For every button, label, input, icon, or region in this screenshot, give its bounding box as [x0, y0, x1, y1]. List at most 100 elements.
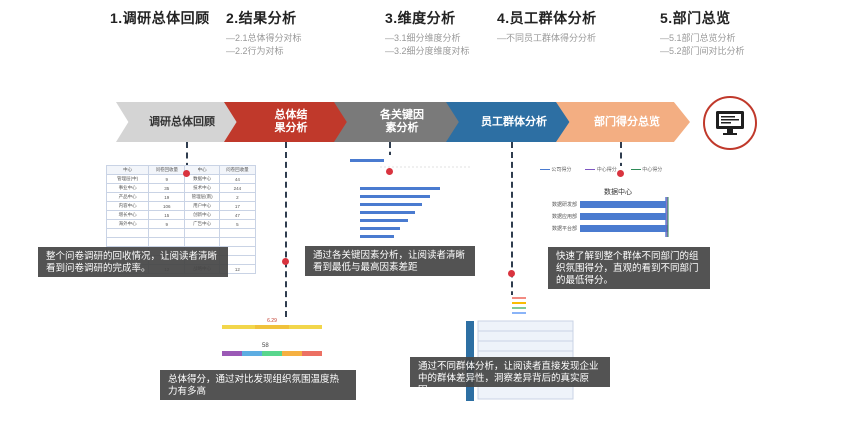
section-employee-groups: 4.员工群体分析 —不同员工群体得分分析 [497, 8, 597, 45]
table-cell [218, 228, 257, 238]
callout-overall-score: 总体得分，通过对比发现组织氛围温度热力有多高 [160, 370, 356, 400]
section-title: 5.部门总览 [660, 10, 731, 26]
section-subtitle: —不同员工群体得分分析 [497, 33, 597, 43]
flow-step-survey-review: 调研总体回顾 [116, 102, 240, 142]
section-title: 4.员工群体分析 [497, 10, 597, 26]
timeline-dot [183, 170, 190, 177]
section-title: 1.调研总体回顾 [110, 10, 210, 26]
factor-chart-thumbnail [320, 155, 470, 250]
section-title: 2.结果分析 [226, 10, 297, 26]
section-subtitle: —5.2部门间对比分析 [660, 46, 745, 56]
flow-step-label: 各关键因素分析 [380, 109, 424, 134]
timeline-dot [386, 168, 393, 175]
table-row [105, 237, 257, 247]
gauge-bar-top [222, 325, 322, 329]
table-cell: 5 [218, 219, 257, 229]
table-cell: 106 [148, 201, 186, 211]
legend-item: 中心得分 [585, 166, 617, 173]
group-analysis-graphic [466, 297, 574, 401]
table-cell: 19 [148, 192, 186, 202]
table-header-cell: 问卷回收量 [218, 165, 257, 175]
table-header-cell: 中心 [184, 165, 220, 175]
category-label: 数据应用部 [552, 213, 577, 220]
table-cell: 广告中心 [184, 219, 220, 229]
table-cell: 增长中心 [105, 210, 150, 220]
table-cell: 事业中心 [105, 183, 150, 193]
bar [580, 225, 668, 232]
section-subtitle: —5.1部门总览分析 [660, 33, 736, 43]
section-dimension-analysis: 3.维度分析 —3.1细分维度分析 —3.2细分度维度对标 [385, 8, 470, 58]
legend-item: 公司得分 [540, 166, 571, 173]
monitor-icon-badge [703, 96, 757, 150]
flow-step-label: 总体结果分析 [274, 109, 308, 134]
table-cell: 技术中心 [184, 183, 220, 193]
table-cell: 产品中心 [105, 192, 150, 202]
table-cell: 9 [148, 219, 186, 229]
callout-employee-groups: 通过不同群体分析，让阅读者直接发现企业中的群体差异性，洞察差异背后的真实原因。 [410, 357, 610, 396]
section-subtitle: —3.1细分维度分析 [385, 33, 461, 43]
section-survey-review: 1.调研总体回顾 [110, 8, 210, 28]
table-cell: 47 [218, 210, 257, 220]
category-label: 数据平台部 [552, 225, 577, 232]
table-cell [105, 237, 150, 247]
table-cell [218, 237, 257, 247]
section-department-overview: 5.部门总览 —5.1部门总览分析 —5.2部门间对比分析 [660, 8, 745, 58]
table-header-cell: 中心 [105, 165, 150, 175]
flow-step-label: 部门得分总览 [594, 115, 660, 128]
table-header-row: 中心 问卷回收量 中心 问卷回收量 [105, 165, 257, 175]
table-header-cell: 问卷回收量 [148, 165, 186, 175]
flow-step-label: 调研总体回顾 [149, 115, 215, 128]
group-analysis-thumbnail [460, 295, 575, 405]
section-subtitle: —2.1总体得分对标 [226, 33, 302, 43]
callout-key-factors: 通过各关键因素分析，让阅读者清晰看到最低与最高因素差距 [305, 246, 475, 276]
section-results-analysis: 2.结果分析 —2.1总体得分对标 —2.2行为对标 [226, 8, 302, 58]
table-cell: 35 [148, 183, 186, 193]
timeline-dot [617, 170, 624, 177]
table-cell: 15 [148, 210, 186, 220]
bar [580, 213, 666, 220]
callout-department-scores: 快速了解到整个群体不同部门的组织氛围得分，直观的看到不同部门的最低得分。 [548, 247, 710, 289]
timeline-dot [282, 258, 289, 265]
table-cell: 9 [148, 174, 186, 184]
monitor-icon [716, 111, 744, 135]
table-cell: 17 [218, 201, 257, 211]
table-cell: 内容中心 [105, 201, 150, 211]
flow-step-employee-groups: 员工群体分析 [446, 102, 574, 142]
table-cell: 海外中心 [105, 219, 150, 229]
connector-line [285, 142, 287, 327]
gauge-top-value: 6.29 [267, 318, 277, 324]
table-cell: 数据中心 [184, 174, 220, 184]
timeline-dot [508, 270, 515, 277]
section-subtitle: —2.2行为对标 [226, 46, 284, 56]
table-cell [148, 228, 186, 238]
table-row [105, 228, 257, 238]
chart-title: 数据中心 [604, 189, 632, 196]
table-cell: 2 [218, 192, 257, 202]
table-cell [148, 237, 186, 247]
callout-survey-review: 整个问卷调研的回收情况，让阅读者清晰看到问卷调研的完成率。 [38, 247, 228, 277]
section-title: 3.维度分析 [385, 10, 456, 26]
gauge-bar-bottom [222, 351, 322, 356]
table-cell: 244 [218, 183, 257, 193]
flow-step-department-scores: 部门得分总览 [556, 102, 690, 142]
flow-step-label: 员工群体分析 [481, 115, 547, 128]
table-cell: 管理层(南) [184, 192, 220, 202]
table-cell: 创新中心 [184, 210, 220, 220]
table-cell: 44 [218, 174, 257, 184]
table-cell: 用户中心 [184, 201, 220, 211]
section-subtitle: —3.2细分度维度对标 [385, 46, 470, 56]
category-label: 数据研发部 [552, 201, 577, 208]
table-cell [184, 228, 220, 238]
connector-line [511, 142, 513, 357]
flow-step-overall-results: 总体结果分析 [224, 102, 350, 142]
factor-bars-graphic [350, 159, 470, 238]
